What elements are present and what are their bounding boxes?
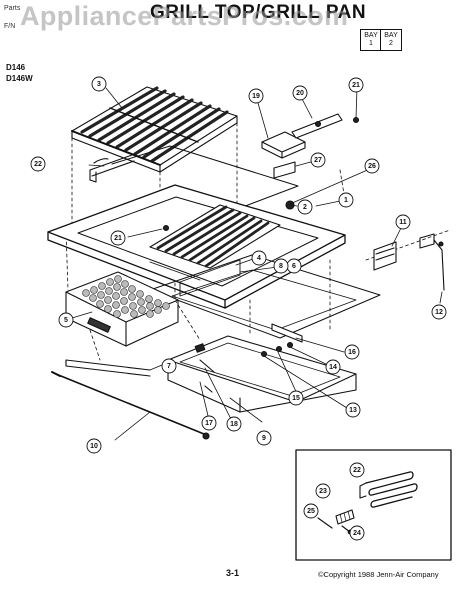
callout-6: 6	[292, 263, 296, 270]
bracket-parts-drawing	[261, 113, 360, 210]
grill-pan-drawing	[167, 323, 357, 413]
callout-8-circle	[273, 258, 289, 274]
callout-20-circle	[292, 85, 308, 101]
bay-number-1: 1	[369, 40, 373, 47]
callout-3-circle	[91, 76, 107, 92]
callout-7: 7	[167, 363, 171, 370]
callout-10: 10	[90, 443, 98, 450]
screw-21-drawing	[162, 224, 170, 232]
callout-3: 3	[97, 81, 101, 88]
callout-1: 1	[344, 197, 348, 204]
callout-13-circle	[345, 402, 361, 418]
callout-12: 12	[435, 309, 443, 316]
rock-tray-drawing	[65, 271, 179, 347]
model-d146w: D146W	[6, 74, 33, 83]
callout-13: 13	[349, 407, 357, 414]
switch-parts-drawing	[373, 233, 445, 291]
main-frame-drawing	[47, 184, 346, 309]
bay-label-2: BAY	[384, 32, 398, 39]
page-number: 3-1	[226, 568, 240, 578]
callout-26: 26	[368, 163, 376, 170]
callout-24-circle	[349, 525, 365, 541]
inset-detail	[295, 449, 452, 561]
lower-frame-drawing	[149, 254, 381, 339]
bay-box: BAY BAY 1 2	[360, 29, 402, 51]
callout-15-circle	[288, 390, 304, 406]
callout-22a: 22	[34, 161, 42, 168]
callout-2: 2	[303, 204, 307, 211]
callout-14-circle	[325, 359, 341, 375]
callout-9-circle	[256, 430, 272, 446]
callout-22b: 22	[353, 467, 361, 474]
callout-17: 17	[205, 420, 213, 427]
callout-5-circle	[58, 312, 74, 328]
callout-12-circle	[431, 304, 447, 320]
callout-4-circle	[251, 250, 267, 266]
callout-4: 4	[257, 255, 261, 262]
doc-line-2: F/N	[4, 23, 16, 30]
callout-16-circle	[344, 344, 360, 360]
callout-19-circle	[248, 88, 264, 104]
callout-15: 15	[292, 395, 300, 402]
callout-16: 16	[348, 349, 356, 356]
callout-27-circle	[310, 152, 326, 168]
callout-21a-circle	[348, 77, 364, 93]
callout-1-circle	[338, 192, 354, 208]
callout-25-circle	[303, 503, 319, 519]
callout-7-circle	[161, 358, 177, 374]
bay-label-1: BAY	[364, 32, 378, 39]
callout-10-circle	[86, 438, 102, 454]
frame-outline	[111, 145, 299, 209]
callout-24: 24	[353, 530, 361, 537]
callout-11: 11	[399, 219, 407, 226]
callout-18-circle	[226, 416, 242, 432]
callout-5: 5	[64, 317, 68, 324]
callout-18: 18	[230, 421, 238, 428]
bay-number-2: 2	[389, 40, 393, 47]
callout-25: 25	[307, 508, 315, 515]
callout-26-circle	[364, 158, 380, 174]
callout-19: 19	[252, 93, 260, 100]
callout-22b-circle	[349, 462, 365, 478]
callout-27: 27	[314, 157, 322, 164]
callout-23-circle	[315, 483, 331, 499]
callouts	[30, 76, 447, 541]
callout-21b-circle	[110, 230, 126, 246]
callout-8: 8	[279, 263, 283, 270]
callout-labels: 1 2 3 4 5 6 7 8 9 10 11 12 13 14 15 16 1…	[34, 81, 443, 537]
callout-17-circle	[201, 415, 217, 431]
page-title: GRILL TOP/GRILL PAN	[150, 2, 367, 23]
model-d146: D146	[6, 63, 26, 72]
callout-21a: 21	[352, 82, 360, 89]
callout-14: 14	[329, 364, 337, 371]
callout-23: 23	[319, 488, 327, 495]
heating-element-drawing	[89, 154, 135, 183]
copyright-notice: ©Copyright 1988 Jenn-Air Company	[318, 570, 439, 579]
watermark: AppliancePartsPros.com	[20, 1, 349, 31]
callout-2-circle	[297, 199, 313, 215]
callout-9: 9	[262, 435, 266, 442]
support-rods-drawing	[51, 359, 210, 440]
doc-line-1: Parts	[4, 5, 21, 12]
callout-21b: 21	[114, 235, 122, 242]
callout-11-circle	[395, 214, 411, 230]
callout-20: 20	[296, 90, 304, 97]
callout-22a-circle	[30, 156, 46, 172]
